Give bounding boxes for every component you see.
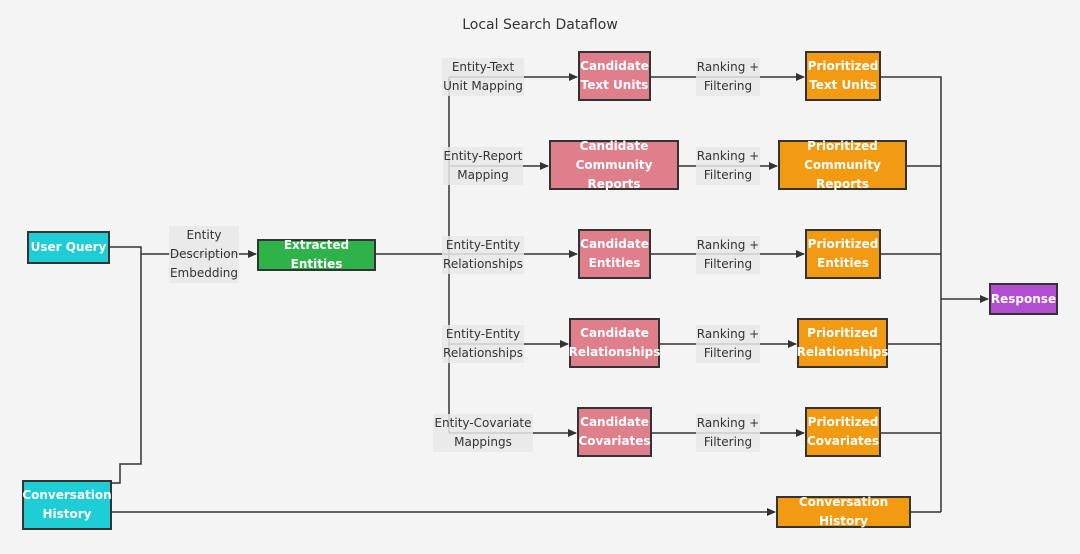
node-conversation-history-input: Conversation History bbox=[22, 480, 112, 530]
edge-history-to-extracted bbox=[112, 254, 142, 484]
label-entity-covariate-mappings: Entity-Covariate Mappings bbox=[417, 413, 549, 453]
label-entity-entity-relationships-2: Entity-Entity Relationships bbox=[422, 324, 544, 364]
label-entity-text-unit-mapping: Entity-Text Unit Mapping bbox=[422, 57, 544, 97]
node-prioritized-text-units: Prioritized Text Units bbox=[805, 51, 881, 101]
node-prioritized-relationships: Prioritized Relationships bbox=[797, 318, 888, 368]
node-candidate-covariates: Candidate Covariates bbox=[577, 407, 652, 457]
label-ranking-filtering-entities: Ranking + Filtering bbox=[682, 235, 774, 275]
diagram-title: Local Search Dataflow bbox=[462, 17, 618, 33]
node-prioritized-entities: Prioritized Entities bbox=[805, 229, 881, 279]
node-candidate-entities: Candidate Entities bbox=[578, 229, 651, 279]
label-entity-report-mapping: Entity-Report Mapping bbox=[422, 146, 544, 186]
label-ranking-filtering-covariates: Ranking + Filtering bbox=[682, 413, 774, 453]
node-prioritized-covariates: Prioritized Covariates bbox=[805, 407, 881, 457]
node-candidate-community-reports: Candidate Community Reports bbox=[549, 139, 679, 191]
node-extracted-entities: Extracted Entities bbox=[257, 238, 376, 271]
label-entity-entity-relationships-1: Entity-Entity Relationships bbox=[422, 235, 544, 275]
edge-prio-text-units-to-bus bbox=[881, 76, 942, 512]
label-ranking-filtering-relationships: Ranking + Filtering bbox=[682, 324, 774, 364]
node-conversation-history-output: Conversation History bbox=[776, 495, 911, 528]
node-prioritized-community-reports: Prioritized Community Reports bbox=[778, 139, 907, 191]
node-user-query: User Query bbox=[27, 231, 110, 264]
node-candidate-text-units: Candidate Text Units bbox=[578, 51, 651, 101]
label-ranking-filtering-text-units: Ranking + Filtering bbox=[682, 57, 774, 97]
node-response: Response bbox=[989, 283, 1058, 315]
label-ranking-filtering-community-reports: Ranking + Filtering bbox=[682, 146, 774, 186]
label-entity-description-embedding: Entity Description Embedding bbox=[153, 226, 255, 283]
node-candidate-relationships: Candidate Relationships bbox=[569, 318, 660, 368]
